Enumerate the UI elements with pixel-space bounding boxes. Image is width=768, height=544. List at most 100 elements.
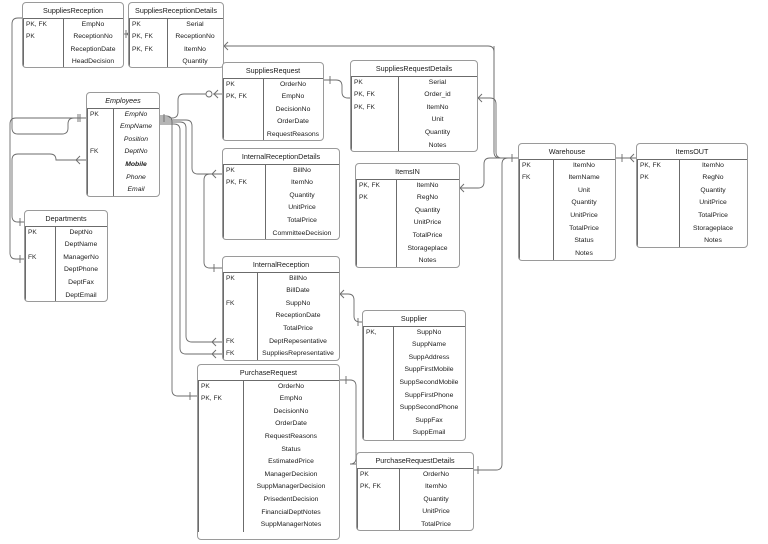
attribute-row[interactable]: TotalPrice xyxy=(357,519,473,530)
attribute-row[interactable]: DecisionNo xyxy=(223,104,323,117)
attribute-row[interactable]: RequestReasons xyxy=(223,129,323,140)
attribute-row[interactable]: UnitPrice xyxy=(356,217,459,230)
attribute-row[interactable]: Mobile xyxy=(87,159,159,172)
attribute-row[interactable]: CommitteeDecision xyxy=(223,228,339,239)
attribute-row[interactable]: DeptPhone xyxy=(25,264,107,277)
attribute-row[interactable]: FinancialDeptNotes xyxy=(198,507,339,520)
attribute-row[interactable]: BillDate xyxy=(223,285,339,298)
attribute-row[interactable]: UnitPrice xyxy=(357,506,473,519)
attribute-row[interactable]: SuppManagerNotes xyxy=(198,519,339,532)
attribute-row[interactable]: Quantity xyxy=(637,185,747,198)
attribute-row[interactable]: Quantity xyxy=(356,205,459,218)
attribute-row[interactable]: DeptFax xyxy=(25,277,107,290)
attribute-row[interactable]: DeptName xyxy=(25,239,107,252)
attribute-row[interactable]: Notes xyxy=(637,235,747,247)
attribute-row[interactable]: Quantity xyxy=(519,197,615,210)
attribute-row[interactable]: SuppFirstMobile xyxy=(363,364,465,377)
attribute-row[interactable]: EstimatedPrice xyxy=(198,456,339,469)
attribute-row[interactable]: UnitPrice xyxy=(519,210,615,223)
attribute-row[interactable]: TotalPrice xyxy=(519,223,615,236)
attribute-row[interactable]: DeptEmail xyxy=(25,290,107,301)
attribute-row[interactable]: DecisionNo xyxy=(198,406,339,419)
attribute-row[interactable]: UnitPrice xyxy=(223,202,339,215)
attribute-row[interactable]: SuppAddress xyxy=(363,352,465,365)
attribute-row[interactable]: TotalPrice xyxy=(223,323,339,336)
attribute-row[interactable]: ReceptionDate xyxy=(223,310,339,323)
attribute-row[interactable]: Email xyxy=(87,184,159,196)
attribute-row[interactable]: PrisedentDecision xyxy=(198,494,339,507)
attribute-row[interactable]: Status xyxy=(198,444,339,457)
attribute-row[interactable]: PK,SuppNo xyxy=(363,327,465,340)
attribute-row[interactable]: Quantity xyxy=(357,494,473,507)
attribute-row[interactable]: TotalPrice xyxy=(637,210,747,223)
attribute-row[interactable]: Notes xyxy=(351,140,477,151)
attribute-row[interactable]: SuppFirstPhone xyxy=(363,390,465,403)
attribute-row[interactable]: Quantity xyxy=(351,127,477,140)
attribute-row[interactable]: RequestReasons xyxy=(198,431,339,444)
attribute-row[interactable]: Unit xyxy=(351,114,477,127)
attribute-row[interactable]: OrderDate xyxy=(198,418,339,431)
attribute-row[interactable]: Unit xyxy=(519,185,615,198)
attribute-row[interactable]: EmpName xyxy=(87,121,159,134)
attribute-row[interactable]: HeadDecision xyxy=(23,56,123,67)
attribute-row[interactable]: Storageplace xyxy=(637,223,747,236)
attribute-row[interactable]: ManagerDecision xyxy=(198,469,339,482)
attribute-row[interactable]: SuppSecondMobile xyxy=(363,377,465,390)
attribute-row[interactable]: SuppManagerDecision xyxy=(198,481,339,494)
attribute-row[interactable]: TotalPrice xyxy=(356,230,459,243)
attribute-row[interactable]: Quantity xyxy=(129,56,223,67)
attribute-row[interactable]: UnitPrice xyxy=(637,197,747,210)
attribute-row[interactable]: Phone xyxy=(87,172,159,185)
attribute-row[interactable]: Notes xyxy=(519,248,615,260)
attribute-row[interactable]: Position xyxy=(87,134,159,147)
attribute-row[interactable]: TotalPrice xyxy=(223,215,339,228)
attribute-row[interactable]: ReceptionDate xyxy=(23,44,123,57)
attribute-row[interactable]: Status xyxy=(519,235,615,248)
attribute-row[interactable]: SuppFax xyxy=(363,415,465,428)
attribute-row[interactable]: SuppSecondPhone xyxy=(363,402,465,415)
attribute-row[interactable]: Quantity xyxy=(223,190,339,203)
attribute-row[interactable]: Storageplace xyxy=(356,243,459,256)
attribute-row[interactable]: SuppName xyxy=(363,339,465,352)
